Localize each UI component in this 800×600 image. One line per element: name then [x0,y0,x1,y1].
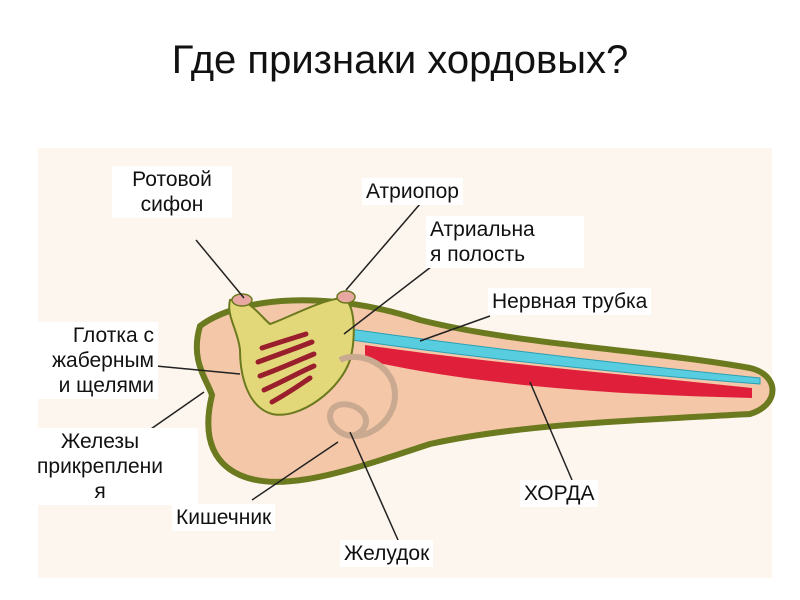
label-atrial-cavity: Атриальна я полость [426,216,584,268]
oral-siphon-tip [231,293,253,307]
nerve-tube-band [287,319,761,385]
label-intestine: Кишечник [172,504,276,531]
intestine-loop [327,353,399,440]
pharynx-sack [228,296,355,416]
label-nerve-tube: Нервная трубка [488,288,652,315]
label-atriopore: Атриопор [362,178,463,205]
notochord-band [365,345,752,398]
page-title: Где признаки хордовых? [171,38,629,82]
label-pharynx: Глотка с жаберным и щелями [12,322,158,399]
atriopore-tip [336,290,356,304]
label-notochord: ХОРДА [520,480,599,507]
gill-slits [255,331,317,405]
label-oral-siphon: Ротовой сифон [112,166,232,218]
label-stomach: Желудок [340,540,434,567]
callout-lines [137,203,573,541]
label-attachment-glands: Железы прикреплени я [2,428,198,505]
